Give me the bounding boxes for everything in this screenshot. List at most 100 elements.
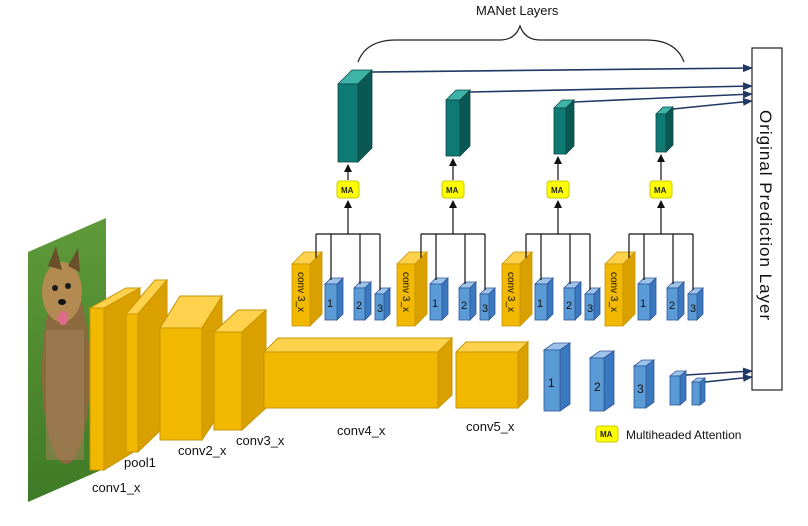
branch-4-sub-block-2-side bbox=[677, 281, 685, 321]
backbone bbox=[88, 278, 530, 471]
branch-2-conv3-block-front bbox=[396, 263, 416, 327]
branch-4-sub-block-3-label: 3 bbox=[690, 303, 696, 315]
branch-4-sub-block-3-front bbox=[687, 293, 698, 321]
branch-1-sub-block-3-side bbox=[383, 287, 391, 321]
branch-4-output-arrow bbox=[672, 97, 753, 110]
branch-1-sub-block-2-front bbox=[353, 287, 366, 321]
branch-4-sub-block-1-front bbox=[637, 283, 651, 321]
manet-brace bbox=[357, 24, 685, 63]
branch-3-sub-block-1-front bbox=[534, 283, 548, 321]
branch-4-conv3-block-side bbox=[622, 251, 636, 327]
branch-3-output-arrow bbox=[573, 90, 753, 103]
branch-4-sub-block-1-side bbox=[649, 277, 657, 321]
branch-1-sub-block-1-front bbox=[324, 283, 338, 321]
branch-3-sub-block-3 bbox=[584, 287, 601, 321]
branch-2-sub-block-1 bbox=[429, 277, 449, 321]
branch-2-sub-block-2 bbox=[458, 281, 477, 321]
branch-2-sub-block-2-side bbox=[469, 281, 477, 321]
branch-1-manet-block bbox=[337, 69, 373, 163]
branch-4-manet-block-side bbox=[665, 106, 674, 153]
branch-3-sub-block-3-front bbox=[584, 293, 595, 321]
branch-2-conv3-block-side bbox=[414, 251, 428, 327]
end-block-4 bbox=[668, 370, 688, 406]
conv4-block bbox=[262, 336, 454, 410]
branch-3-sub-block-2-label: 2 bbox=[566, 300, 572, 312]
legend: MA Multiheaded Attention bbox=[595, 425, 741, 443]
branch-2-output-arrow bbox=[469, 82, 753, 93]
conv5-label: conv5_x bbox=[466, 419, 515, 434]
legend-text: Multiheaded Attention bbox=[626, 428, 741, 442]
branch-2-manet-block bbox=[445, 89, 471, 157]
manet-title: MANet Layers bbox=[476, 3, 559, 18]
branch-2-sub-block-1-label: 1 bbox=[432, 298, 438, 310]
branch-1-sub-block-2 bbox=[353, 281, 372, 321]
branch-2-manet-block-front bbox=[445, 99, 461, 157]
end-block-1: 1 bbox=[542, 342, 572, 412]
branch-3-manet-block-side bbox=[565, 99, 575, 155]
original-prediction-layer: Original Prediction Layer bbox=[751, 47, 783, 391]
end-block-3-label: 3 bbox=[637, 382, 644, 396]
branch-1-sub-block-2-label: 2 bbox=[356, 300, 362, 312]
branch-1-sub-block-3 bbox=[374, 287, 391, 321]
branch-2-ma-label: MA bbox=[446, 186, 459, 195]
conv2-label: conv2_x bbox=[178, 443, 227, 458]
pool1-label: pool1 bbox=[124, 455, 156, 470]
branch-3-sub-block-1 bbox=[534, 277, 554, 321]
branch-3-conv3-block-side bbox=[519, 251, 533, 327]
branch-2-sub-block-3-label: 3 bbox=[482, 303, 488, 315]
branch-2-sub-block-3-front bbox=[479, 293, 490, 321]
branch-2-sub-block-1-front bbox=[429, 283, 443, 321]
branch-1-sub-block-1 bbox=[324, 277, 344, 321]
branch-4-sub-block-3-side bbox=[696, 287, 704, 321]
branch-1-ma-label: MA bbox=[341, 186, 354, 195]
branch-1-sub-block-3-label: 3 bbox=[377, 303, 383, 315]
branch-3-sub-block-3-side bbox=[593, 287, 601, 321]
branch-4-ma-label: MA bbox=[654, 186, 667, 195]
manet-branch-1: conv 3_x 1 2 3 MA bbox=[291, 64, 753, 327]
branch-3-ma-box bbox=[546, 180, 570, 199]
branch-4-sub-block-1-label: 1 bbox=[640, 298, 646, 310]
branch-1-sub-block-1-label: 1 bbox=[327, 298, 333, 310]
branch-1-manet-block-front bbox=[337, 83, 359, 163]
branch-1-sub-block-1-side bbox=[336, 277, 344, 321]
branch-2-sub-block-1-side bbox=[441, 277, 449, 321]
branch-3-manet-block-front bbox=[553, 107, 567, 155]
conv4-label: conv4_x bbox=[337, 423, 386, 438]
branch-2-conv3-label: conv 3_x bbox=[400, 272, 411, 312]
branch-3-manet-block bbox=[553, 99, 575, 155]
branch-2-sub-block-3 bbox=[479, 287, 496, 321]
branch-3-sub-block-1-label: 1 bbox=[537, 298, 543, 310]
branch-3-conv3-block-front bbox=[501, 263, 521, 327]
branch-4-sub-block-2 bbox=[666, 281, 685, 321]
branch-2-conv3-block bbox=[396, 251, 428, 327]
branch-4-sub-block-3 bbox=[687, 287, 704, 321]
branch-4-sub-block-2-label: 2 bbox=[669, 300, 675, 312]
branch-4-ma-box bbox=[649, 180, 673, 199]
input-dog-image bbox=[28, 218, 106, 502]
branch-4-manet-block bbox=[655, 106, 674, 153]
branch-2-manet-block-side bbox=[459, 89, 471, 157]
legend-ma-swatch-label: MA bbox=[600, 430, 613, 439]
branch-2-sub-block-2-front bbox=[458, 287, 471, 321]
prediction-layer-label: Original Prediction Layer bbox=[756, 110, 775, 321]
branch-2-sub-block-2-label: 2 bbox=[461, 300, 467, 312]
end-block-2-label: 2 bbox=[594, 380, 601, 394]
end-arrow-2 bbox=[704, 373, 753, 383]
branch-1-conv3-block-side bbox=[309, 251, 323, 327]
branch-4-sub-block-1 bbox=[637, 277, 657, 321]
end-arrow-1 bbox=[685, 367, 753, 376]
branch-3-conv3-block bbox=[501, 251, 533, 327]
branch-3-sub-block-1-side bbox=[546, 277, 554, 321]
conv3-block bbox=[212, 308, 268, 432]
conv3-label: conv3_x bbox=[236, 433, 285, 448]
conv5-block bbox=[454, 340, 530, 410]
branch-1-conv3-label: conv 3_x bbox=[295, 272, 306, 312]
branch-3-ma-label: MA bbox=[551, 186, 564, 195]
branch-1-sub-block-3-front bbox=[374, 293, 385, 321]
backbone-end-blocks: 1 2 3 bbox=[542, 342, 707, 412]
end-block-3: 3 bbox=[632, 359, 656, 409]
manet-branch-2: conv 3_x 1 2 3 MA bbox=[396, 82, 753, 327]
